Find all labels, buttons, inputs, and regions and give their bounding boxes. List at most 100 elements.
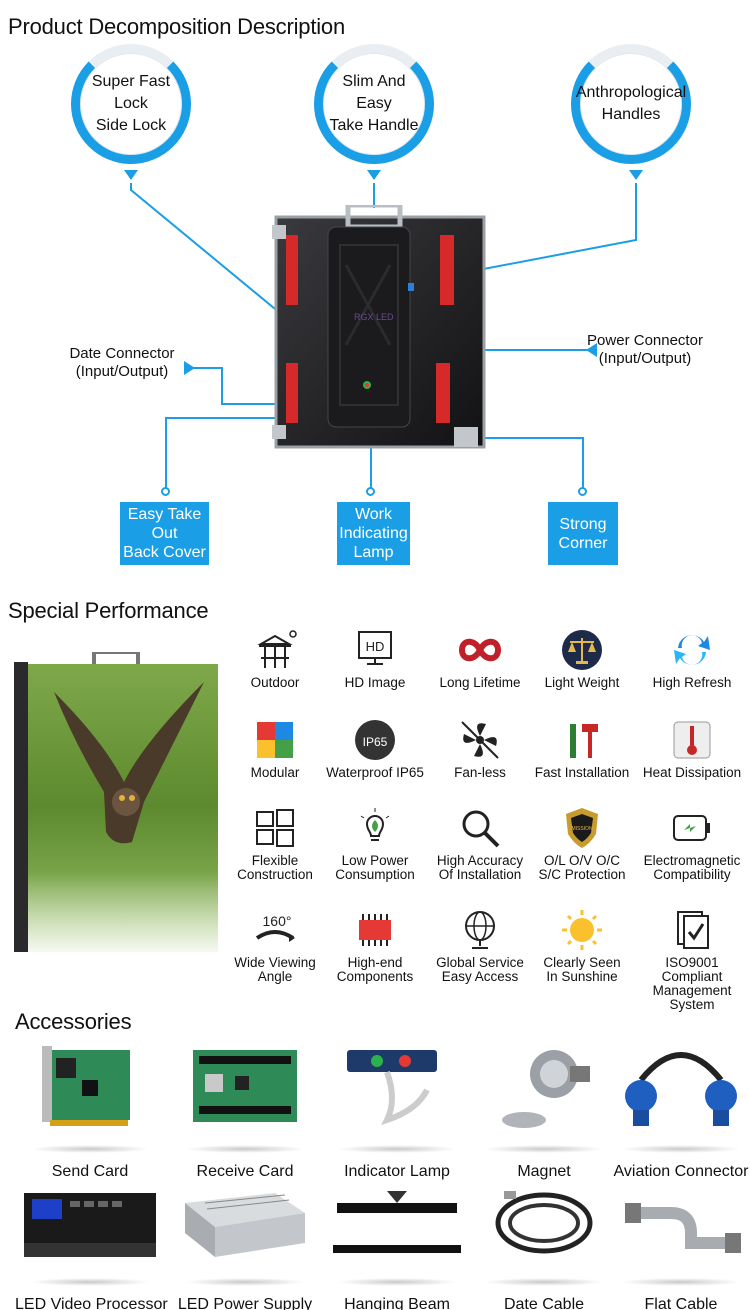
feature-circle-anthropological: Anthropological Handles <box>571 44 691 164</box>
accessory-power-supply: LED Power Supply <box>170 1173 320 1310</box>
feature-thermometer: Heat Dissipation <box>636 718 748 780</box>
svg-text:160°: 160° <box>263 913 292 929</box>
work-indicating-lamp-box: Work Indicating Lamp <box>337 502 410 565</box>
image-shadow <box>621 1145 741 1153</box>
accessory-label: Indicator Lamp <box>344 1163 450 1180</box>
accessory-label: Flat Cable <box>644 1296 718 1310</box>
image-shadow <box>185 1278 305 1286</box>
easy-take-out-back-cover-box: Easy Take Out Back Cover <box>120 502 209 565</box>
strong-corner-box: Strong Corner <box>548 502 618 565</box>
image-shadow <box>484 1145 604 1153</box>
accessory-date-cable: Date Cable <box>469 1173 619 1310</box>
windows-grid-icon <box>256 809 294 847</box>
circle-label: Slim And Easy Take Handle <box>329 73 419 134</box>
feature-tools: Fast Installation <box>526 718 638 780</box>
scales-icon <box>562 630 602 670</box>
arrow-right-icon <box>184 361 195 375</box>
connector-dot <box>161 487 170 496</box>
fan-icon <box>461 721 499 759</box>
accessory-label: Hanging Beam <box>344 1296 450 1310</box>
svg-text:HD: HD <box>366 639 385 654</box>
flat-cable-icon <box>625 1203 741 1253</box>
led-cabinet-back-image: RGX LED <box>272 205 486 449</box>
connector-dot <box>366 487 375 496</box>
hanging-beam-icon <box>333 1191 461 1253</box>
image-shadow <box>30 1278 150 1286</box>
thermometer-icon <box>673 721 711 759</box>
feature-label: ISO9001 Compliant Management System <box>652 955 732 1012</box>
sun-icon <box>562 910 602 950</box>
feature-globe: Global Service Easy Access <box>424 908 536 984</box>
arrow-down-icon <box>367 170 381 180</box>
accessory-label: LED Video Processor <box>15 1296 168 1310</box>
magnifier-icon <box>462 810 500 848</box>
refresh-icon <box>674 635 710 665</box>
aviation-connector-icon <box>625 1052 737 1126</box>
image-shadow <box>185 1145 305 1153</box>
infinity-icon <box>458 638 502 662</box>
receive-card-icon <box>193 1050 297 1122</box>
decomposition-title: Product Decomposition Description <box>8 14 345 39</box>
feature-label: Waterproof IP65 <box>326 765 424 780</box>
feature-circle-side-lock: Super Fast Lock Side Lock <box>71 44 191 164</box>
image-shadow <box>621 1278 741 1286</box>
accessories-title: Accessories <box>15 1009 132 1034</box>
feature-sun: Clearly Seen In Sunshine <box>526 908 638 984</box>
puzzle-icon <box>257 722 293 758</box>
accessory-label: Send Card <box>51 1163 129 1180</box>
accessory-label: Date Cable <box>503 1296 585 1310</box>
feature-label: Global Service Easy Access <box>436 955 524 984</box>
bulb-leaf-icon <box>360 808 390 841</box>
documents-check-icon <box>677 911 709 949</box>
battery-icon <box>673 815 710 841</box>
feature-label: O/L O/V O/C S/C Protection <box>538 853 626 882</box>
accessory-label: Receive Card <box>196 1163 294 1180</box>
tools-icon <box>570 724 598 758</box>
accessory-send-card: Send Card <box>15 1040 165 1181</box>
chip-icon <box>359 914 391 946</box>
feature-label: Clearly Seen In Sunshine <box>543 955 621 984</box>
feature-shield: MISSION O/L O/V O/C S/C Protection <box>526 806 638 882</box>
magnet-icon <box>502 1050 590 1128</box>
accessory-label: Magnet <box>517 1163 571 1180</box>
feature-infinity: Long Lifetime <box>424 628 536 690</box>
accessory-indicator-lamp: Indicator Lamp <box>322 1040 472 1181</box>
shield-icon: MISSION <box>566 808 598 848</box>
arrow-down-icon <box>629 170 643 180</box>
accessory-receive-card: Receive Card <box>170 1040 320 1181</box>
feature-chip: High-end Components <box>319 908 431 984</box>
accessory-video-processor: LED Video Processor <box>15 1173 168 1310</box>
accessory-flat-cable: Flat Cable <box>606 1173 750 1310</box>
feature-label: Flexible Construction <box>237 853 313 882</box>
accessory-label: Aviation Connector <box>613 1163 749 1180</box>
power-connector-callout: Power Connector (Input/Output) <box>587 332 703 367</box>
accessory-hanging-beam: Hanging Beam <box>322 1173 472 1310</box>
pavilion-sun-icon <box>257 630 297 668</box>
image-shadow <box>337 1278 457 1286</box>
image-shadow <box>337 1145 457 1153</box>
feature-label: High Refresh <box>652 675 732 690</box>
feature-label: Electromagnetic Compatibility <box>643 853 741 882</box>
feature-refresh: High Refresh <box>636 628 748 690</box>
feature-puzzle: Modular <box>219 718 331 780</box>
svg-text:MISSION: MISSION <box>571 826 593 832</box>
feature-battery: Electromagnetic Compatibility <box>636 806 748 882</box>
image-shadow <box>484 1278 604 1286</box>
power-supply-icon <box>185 1193 305 1257</box>
accessory-aviation-connector: Aviation Connector <box>606 1040 750 1181</box>
cabinet-brand-text: RGX LED <box>354 312 394 322</box>
feature-label: Wide Viewing Angle <box>234 955 316 984</box>
feature-label: Light Weight <box>544 675 620 690</box>
feature-circle-handle: Slim And Easy Take Handle <box>314 44 434 164</box>
accessory-label: LED Power Supply <box>177 1296 313 1310</box>
performance-title: Special Performance <box>8 598 209 623</box>
feature-fan: Fan-less <box>424 718 536 780</box>
feature-documents-check: ISO9001 Compliant Management System <box>636 908 748 1012</box>
feature-label: High-end Components <box>336 955 414 984</box>
image-shadow <box>30 1145 150 1153</box>
feature-windows-grid: Flexible Construction <box>219 806 331 882</box>
feature-pavilion-sun: Outdoor <box>219 628 331 690</box>
led-screen-eagle-photo <box>14 652 218 952</box>
indicator-lamp-icon <box>347 1050 437 1126</box>
